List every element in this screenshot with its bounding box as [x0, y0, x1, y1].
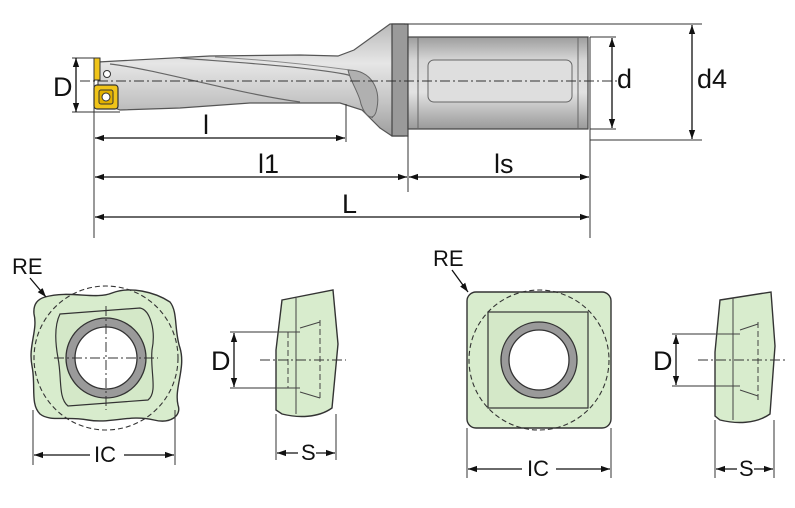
label-l: l [203, 110, 209, 140]
insert-right-top-view: RE IC [433, 246, 612, 481]
insert-right-side-view: D S [653, 291, 785, 481]
drill-flange [391, 23, 409, 137]
insert-left-side-body [275, 289, 339, 418]
label-l1: l1 [258, 149, 279, 179]
label-IC-right: IC [527, 456, 549, 481]
insert-right-side-body [714, 291, 776, 424]
peripheral-insert [93, 57, 101, 81]
flute-line [214, 56, 351, 71]
drill-dimensions: D l l1 ls L d d4 [53, 23, 727, 238]
insert-right-inscribed-circle [468, 289, 610, 431]
insert-screw [103, 70, 111, 78]
insert-left-inscribed-circle [33, 285, 179, 431]
label-d: d [617, 64, 632, 94]
label-S: S [301, 440, 316, 465]
label-d4: d4 [697, 64, 727, 94]
label-IC: IC [94, 442, 116, 467]
label-D: D [53, 72, 73, 102]
label-ls: ls [494, 149, 514, 179]
label-insert-D-right: D [653, 346, 673, 376]
label-S-right: S [739, 456, 754, 481]
label-RE-right: RE [433, 246, 464, 271]
drill-tool [80, 23, 618, 137]
label-L: L [342, 189, 357, 219]
label-insert-D: D [211, 346, 231, 376]
insert-left-top-view: RE IC [12, 254, 183, 467]
label-RE: RE [12, 254, 43, 279]
insert-right-hole [508, 329, 570, 391]
insert-left-side-view: D S [211, 289, 346, 465]
